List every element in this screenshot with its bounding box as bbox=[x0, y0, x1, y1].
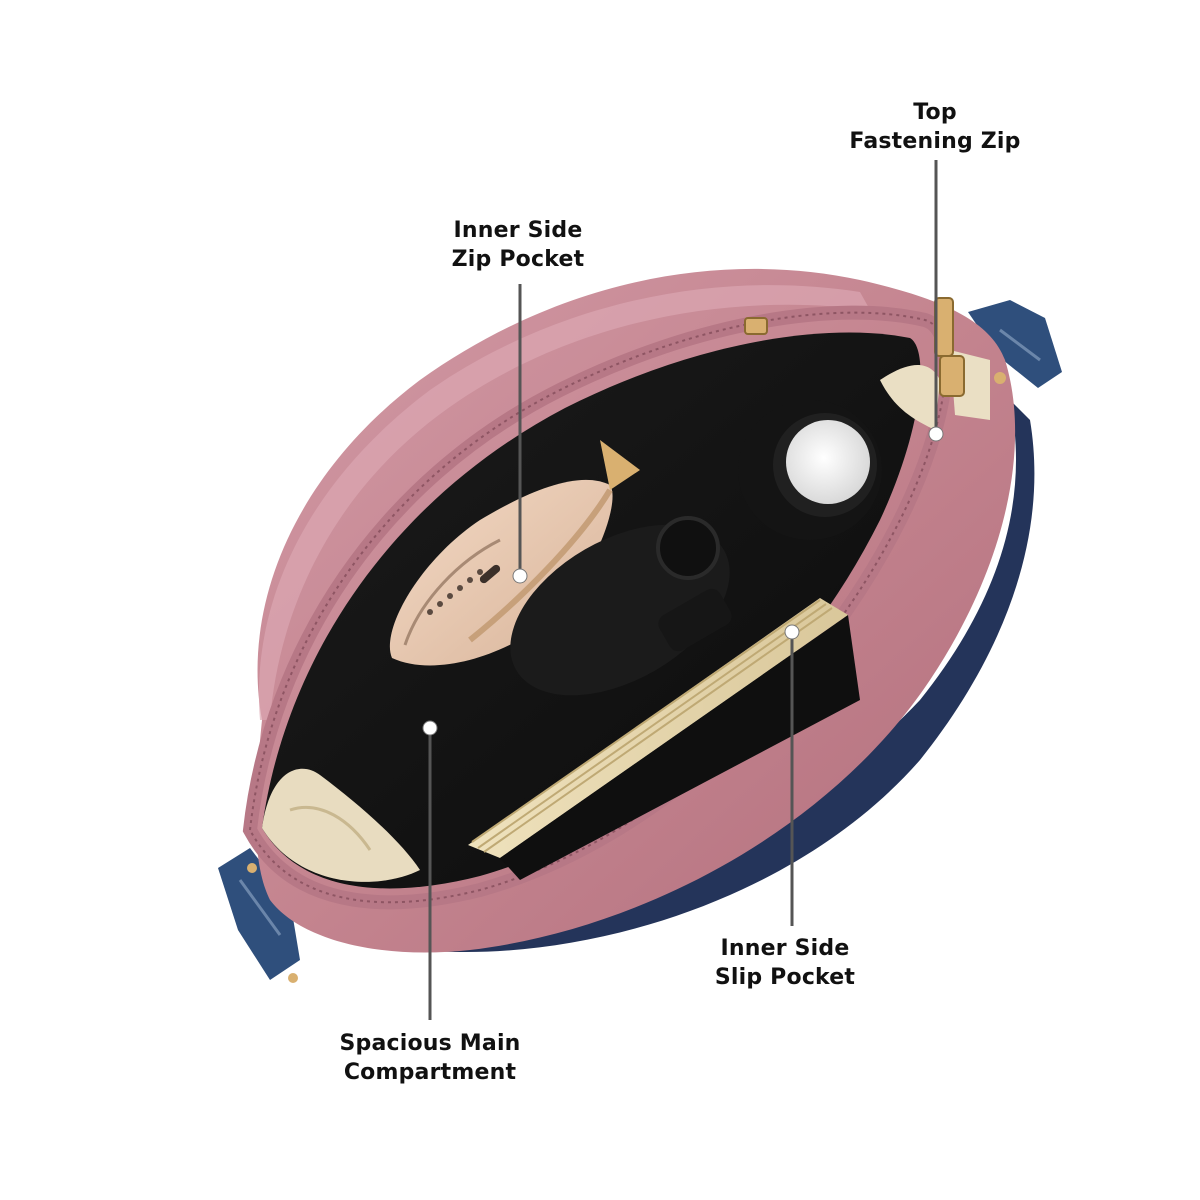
label-line: Fastening Zip bbox=[849, 129, 1021, 154]
label-inner-side-zip-pocket: Inner Side Zip Pocket bbox=[418, 216, 618, 274]
black-cap bbox=[656, 516, 720, 580]
strap-left bbox=[218, 848, 300, 980]
label-top-fastening-zip: Top Fastening Zip bbox=[835, 98, 1035, 156]
leader-line-inner-zip bbox=[512, 284, 528, 584]
label-line: Compartment bbox=[343, 1060, 517, 1085]
label-line: Inner Side bbox=[453, 218, 583, 243]
label-line: Slip Pocket bbox=[714, 965, 856, 990]
label-inner-side-slip-pocket: Inner Side Slip Pocket bbox=[685, 934, 885, 992]
leader-line-main bbox=[422, 720, 438, 1020]
strap-right bbox=[968, 300, 1062, 388]
label-line: Inner Side bbox=[720, 936, 850, 961]
label-line: Spacious Main bbox=[339, 1031, 521, 1056]
label-line: Top bbox=[913, 100, 957, 125]
bag-underside bbox=[330, 400, 1035, 952]
label-spacious-main-compartment: Spacious Main Compartment bbox=[300, 1029, 560, 1087]
leader-line-top-zip bbox=[928, 160, 944, 442]
zip-puller-top bbox=[934, 297, 965, 397]
book bbox=[468, 598, 860, 880]
phone bbox=[389, 479, 613, 666]
mirror-jar bbox=[738, 400, 882, 540]
leader-line-slip bbox=[784, 624, 800, 926]
label-line: Zip Pocket bbox=[451, 247, 585, 272]
